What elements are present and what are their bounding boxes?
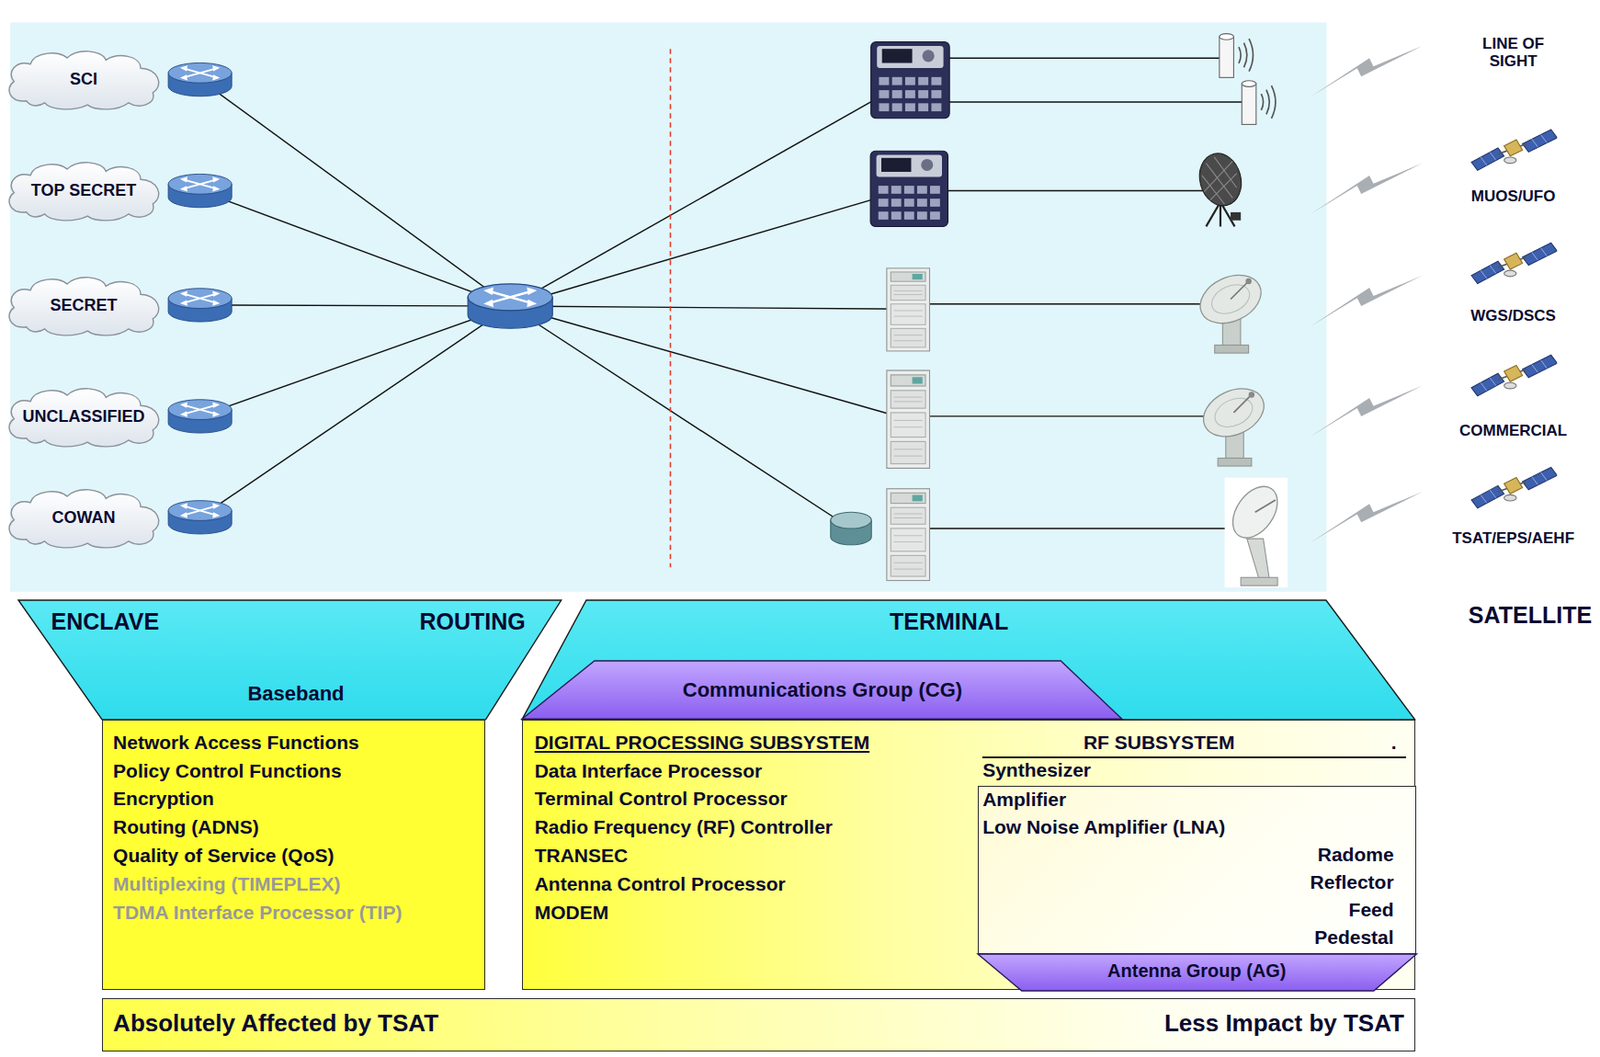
node-text: TDMA Interface Processor (TIP) xyxy=(113,901,402,924)
node-text: SCI xyxy=(69,69,98,90)
heading-rule xyxy=(982,756,1407,759)
enclave-router xyxy=(168,399,232,433)
node-text: Reflector xyxy=(1310,871,1395,894)
satellite-icon xyxy=(1471,466,1557,508)
terminal-router xyxy=(830,511,872,545)
node-text: Synthesizer xyxy=(982,759,1091,782)
column-heading: SATELLITE xyxy=(1468,601,1592,629)
satellite-icon xyxy=(1471,242,1557,284)
node-text: TERMINAL xyxy=(889,608,1009,636)
node-text: Encryption xyxy=(113,787,215,810)
enclave-cloud: COWAN xyxy=(1,486,166,550)
node-text: UNCLASSIFIED xyxy=(22,407,146,427)
node-text: Communications Group (CG) xyxy=(682,678,963,702)
node-text: Amplifier xyxy=(982,788,1067,811)
baseband-box: Network Access FunctionsPolicy Control F… xyxy=(102,719,486,990)
node-text: TRANSEC xyxy=(534,844,629,867)
link-bolt xyxy=(1310,385,1423,438)
enclave-cloud: SCI xyxy=(1,47,166,112)
rack-terminal xyxy=(886,488,931,581)
shape-outline xyxy=(521,600,1416,720)
node-text: DIGITAL PROCESSING SUBSYSTEM xyxy=(534,731,870,754)
node-text: ROUTING xyxy=(419,608,526,636)
satcom-dish xyxy=(1192,265,1270,353)
satellite-icon xyxy=(1471,129,1557,171)
link-bolt xyxy=(1310,275,1423,328)
enclave-cloud: TOP SECRET xyxy=(1,158,166,223)
shape-outline xyxy=(9,488,159,547)
shape-outline xyxy=(9,276,159,335)
network-wire xyxy=(200,57,1251,529)
terminal-subsystem-box: DIGITAL PROCESSING SUBSYSTEM Data Interfa… xyxy=(521,719,1416,990)
satellite-label: TSAT/EPS/AEHF xyxy=(1452,529,1575,548)
node-text: Radio Frequency (RF) Controller xyxy=(534,816,833,839)
shape-outline xyxy=(521,660,1123,719)
node-text: Baseband xyxy=(247,681,344,705)
satellite-label: COMMERCIAL xyxy=(1459,421,1567,441)
rf-subsystem: RF SUBSYSTEM. SynthesizerAmplifierLow Noi… xyxy=(977,730,1417,954)
node-text: SECRET xyxy=(50,295,118,316)
terminal-band: TERMINAL Communications Group (CG) xyxy=(521,600,1416,720)
boundary-dashed-line xyxy=(669,48,672,568)
los-antenna xyxy=(1219,34,1254,79)
node-text: Low Noise Amplifier (LNA) xyxy=(982,816,1226,839)
enclave-cloud: UNCLASSIFIED xyxy=(1,385,166,449)
node-text: MODEM xyxy=(534,901,610,924)
node-text: TOP SECRET xyxy=(31,181,137,201)
node-text: Routing (ADNS) xyxy=(113,816,260,839)
node-text: RF SUBSYSTEM xyxy=(1083,731,1236,754)
node-text: ENCLAVE xyxy=(51,608,160,636)
los-antenna xyxy=(1241,80,1276,125)
shape-outline xyxy=(9,387,159,446)
node-text: Antenna Control Processor xyxy=(534,873,786,896)
satellite-label: LINE OF SIGHT xyxy=(1465,34,1562,71)
radio-terminal xyxy=(871,41,950,118)
node-text: COWAN xyxy=(52,508,116,528)
antenna-group-trapezoid: Antenna Group (AG) xyxy=(977,953,1417,991)
node-text: Feed xyxy=(1349,898,1395,921)
node-text: Less Impact by TSAT xyxy=(1164,1009,1405,1038)
shape-outline xyxy=(977,953,1417,991)
node-text: Absolutely Affected by TSAT xyxy=(113,1009,439,1038)
node-text: Terminal Control Processor xyxy=(534,787,788,810)
communications-group-trapezoid: Communications Group (CG) xyxy=(521,660,1123,719)
node-text: Multiplexing (TIMEPLEX) xyxy=(113,873,341,896)
enclave-routing-band: ENCLAVE ROUTING Baseband xyxy=(18,600,562,720)
node-text: Quality of Service (QoS) xyxy=(113,844,334,867)
link-bolt xyxy=(1310,163,1423,216)
enclave-router xyxy=(168,62,232,96)
shape-outline xyxy=(18,600,562,720)
satellite-label: MUOS/UFO xyxy=(1471,187,1556,206)
network-panel xyxy=(10,22,1327,591)
node-text: Policy Control Functions xyxy=(113,760,342,783)
link-bolt xyxy=(1310,491,1423,544)
node-text: Radome xyxy=(1317,843,1395,866)
link-bolt xyxy=(1310,45,1423,98)
shape-outline xyxy=(9,51,159,110)
radio-terminal xyxy=(870,150,948,227)
satellite-icon xyxy=(1471,354,1557,396)
node-text: Pedestal xyxy=(1314,926,1394,949)
enclave-router xyxy=(168,173,232,207)
tactical-dish xyxy=(1193,148,1248,227)
node-text: Data Interface Processor xyxy=(534,760,762,783)
core-router xyxy=(467,283,553,329)
node-text: Network Access Functions xyxy=(113,731,360,754)
rack-terminal xyxy=(886,370,931,468)
shape-outline xyxy=(9,162,159,221)
enclave-cloud: SECRET xyxy=(1,273,166,338)
tsat-impact-bar: Absolutely Affected by TSAT Less Impact b… xyxy=(102,998,1416,1052)
node-text: Antenna Group (AG) xyxy=(1107,960,1286,982)
satellite-label: WGS/DSCS xyxy=(1470,306,1556,326)
ehf-antenna xyxy=(1224,476,1289,588)
rack-terminal xyxy=(886,268,931,352)
enclave-router xyxy=(168,500,232,534)
enclave-router xyxy=(168,288,232,322)
satcom-dish xyxy=(1195,379,1272,466)
node-text: . xyxy=(1391,731,1397,754)
